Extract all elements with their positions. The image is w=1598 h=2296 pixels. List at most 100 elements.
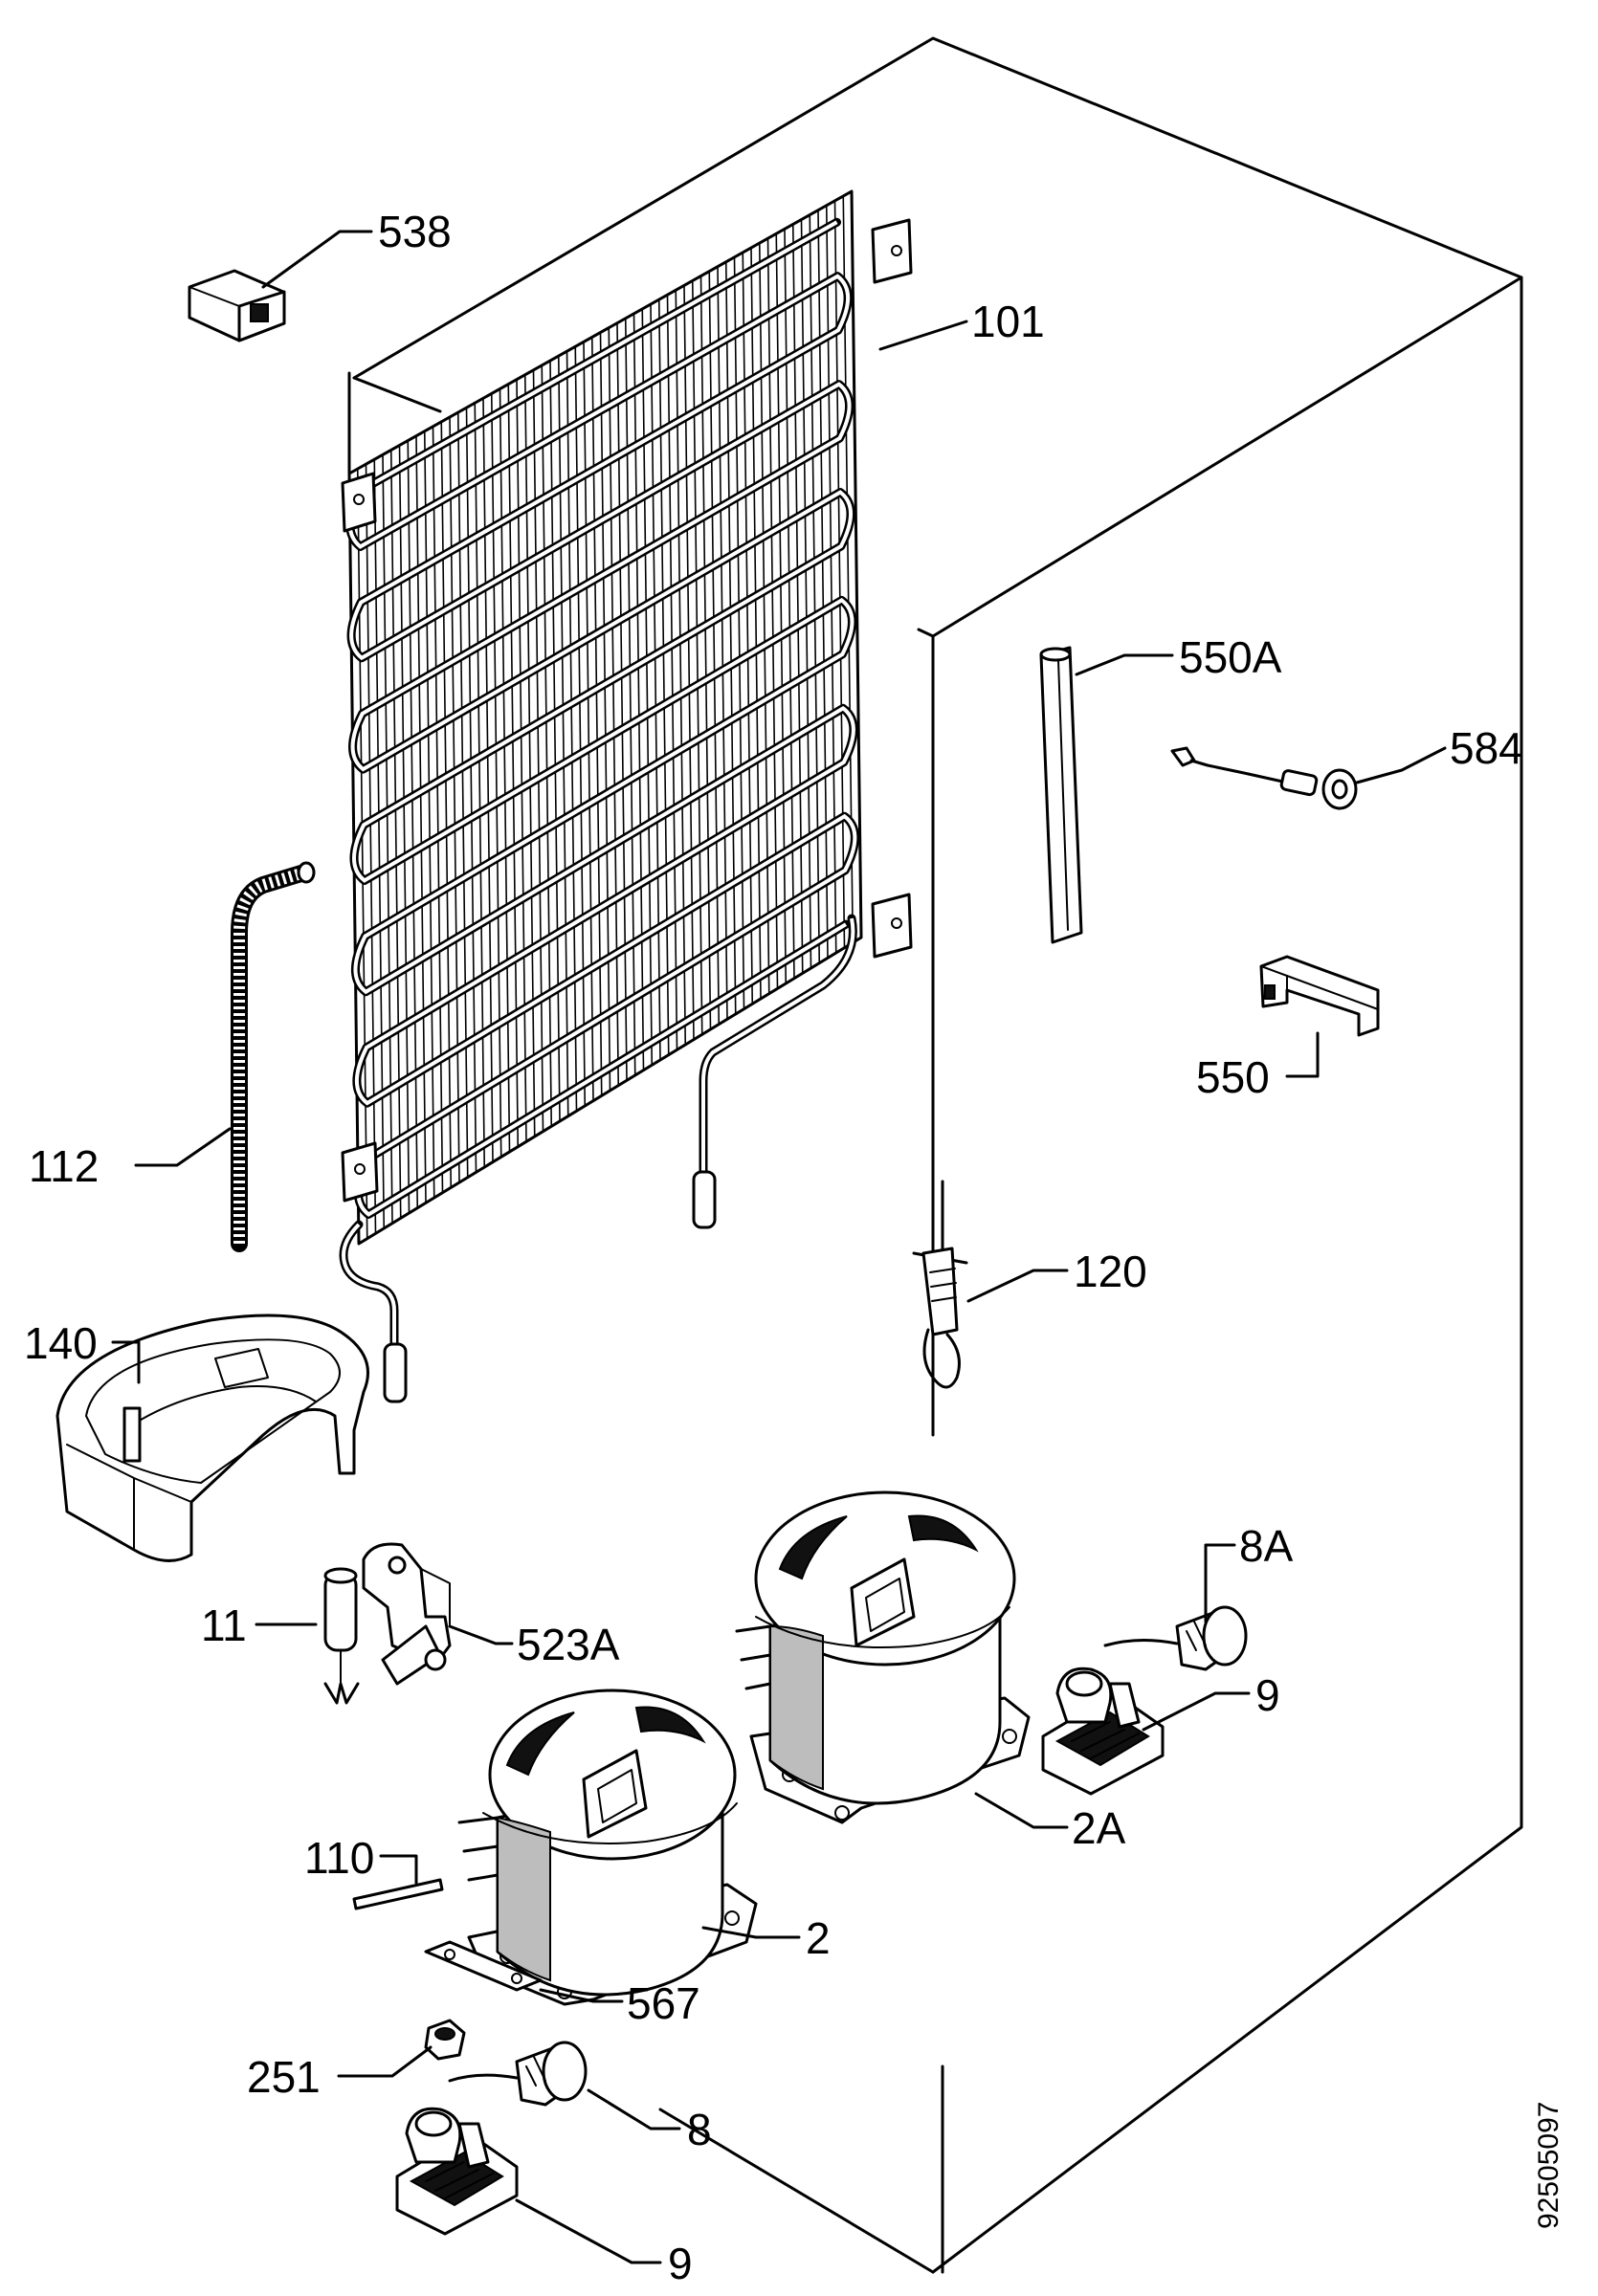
part-584-cable xyxy=(1170,746,1358,810)
condenser-wire xyxy=(389,450,402,1219)
condenser-wire xyxy=(382,454,393,1224)
label-120: 120 xyxy=(1074,1247,1147,1296)
label-9-upper: 9 xyxy=(1255,1670,1280,1720)
condenser-wire xyxy=(699,276,712,1030)
label-110: 110 xyxy=(304,1833,374,1883)
condenser-wire xyxy=(733,256,745,1009)
condenser-wire xyxy=(398,445,411,1214)
condenser-wire xyxy=(365,464,377,1234)
part-567-plate xyxy=(424,1940,543,1992)
condenser-wire xyxy=(691,280,703,1035)
label-538: 538 xyxy=(378,207,452,256)
label-2A: 2A xyxy=(1072,1803,1126,1853)
part-538-connector xyxy=(188,269,286,342)
condenser-wire xyxy=(541,364,553,1127)
condenser-wire xyxy=(641,308,654,1066)
condenser-wire xyxy=(516,379,527,1142)
condenser-wire xyxy=(574,346,587,1107)
condenser-wire xyxy=(432,426,444,1193)
part-9-clip-lower xyxy=(395,2107,519,2236)
part-523A-bracket xyxy=(362,1542,452,1686)
condenser-wire xyxy=(724,261,737,1015)
condenser-wire xyxy=(590,337,603,1096)
part-2-compressor xyxy=(457,1689,758,2006)
condenser-wire xyxy=(809,214,821,963)
condenser-wire xyxy=(415,435,427,1203)
condenser-wire xyxy=(675,290,687,1046)
condenser-wire xyxy=(507,384,520,1147)
condenser-wire xyxy=(825,205,837,954)
condenser-wire xyxy=(549,360,561,1122)
part-labels: 538 101 550A 584 550 112 120 140 8A 11 5… xyxy=(24,207,1565,2288)
condenser-wire xyxy=(490,393,502,1158)
label-140: 140 xyxy=(24,1318,98,1368)
condenser xyxy=(339,189,913,1403)
part-251-nut xyxy=(424,2019,466,2061)
label-11: 11 xyxy=(201,1601,247,1650)
label-567: 567 xyxy=(627,1978,700,2028)
part-110-pin xyxy=(352,1878,444,1910)
label-584: 584 xyxy=(1450,723,1523,773)
condenser-wire xyxy=(800,219,812,969)
label-9-lower: 9 xyxy=(668,2239,693,2288)
condenser-wire xyxy=(456,412,469,1178)
condenser-wire xyxy=(791,224,804,974)
condenser-wire xyxy=(784,229,795,979)
part-9-clip-upper xyxy=(1041,1667,1165,1796)
leader-lines xyxy=(111,230,1447,2264)
condenser-wire xyxy=(583,342,594,1101)
condenser-wire xyxy=(599,332,611,1092)
condenser-wire xyxy=(775,233,788,984)
condenser-wires xyxy=(356,195,854,1239)
condenser-wire xyxy=(717,266,728,1020)
condenser-wire xyxy=(499,388,511,1153)
label-251: 251 xyxy=(247,2052,321,2102)
condenser-wire xyxy=(633,313,645,1071)
cabinet-outline xyxy=(352,36,1523,2274)
condenser-wire xyxy=(407,440,419,1208)
condenser-wire xyxy=(373,459,386,1229)
condenser-wire xyxy=(657,299,670,1055)
condenser-wire xyxy=(449,416,460,1183)
part-120-sensor xyxy=(912,1180,968,1389)
condenser-wire xyxy=(624,318,636,1076)
label-101: 101 xyxy=(971,297,1045,346)
condenser-wire xyxy=(440,421,453,1188)
condenser-wire xyxy=(616,322,628,1081)
label-2: 2 xyxy=(806,1913,831,1963)
part-112-hose xyxy=(231,861,316,1252)
condenser-wire xyxy=(608,327,620,1086)
condenser-wire xyxy=(532,369,544,1132)
condenser-wire xyxy=(566,351,578,1112)
condenser-wire xyxy=(666,295,678,1050)
condenser-wire xyxy=(465,408,477,1173)
condenser-wire xyxy=(356,469,368,1239)
condenser-wire xyxy=(474,403,486,1168)
condenser-wire xyxy=(683,285,695,1040)
part-2A-compressor xyxy=(735,1490,1031,1824)
document-code: 92505097 xyxy=(1533,2102,1565,2229)
condenser-tube xyxy=(345,217,859,1219)
part-11-drier xyxy=(323,1567,360,1705)
part-550A-strip xyxy=(1039,646,1083,944)
condenser-wire xyxy=(482,398,494,1162)
label-550A: 550A xyxy=(1179,632,1282,682)
part-140-drip-tray xyxy=(55,1314,369,1562)
label-8: 8 xyxy=(687,2105,712,2154)
part-550-bracket xyxy=(1259,955,1380,1037)
condenser-tube-inner xyxy=(347,220,857,1217)
condenser-wire xyxy=(557,356,569,1116)
label-550: 550 xyxy=(1196,1052,1270,1102)
label-8A: 8A xyxy=(1239,1521,1294,1571)
condenser-wire xyxy=(708,271,721,1025)
condenser-wire xyxy=(423,430,435,1199)
condenser-wire xyxy=(817,210,829,959)
condenser-wire xyxy=(750,247,762,1000)
condenser-wire xyxy=(523,374,536,1137)
part-8-relay xyxy=(448,2041,588,2107)
condenser-wire xyxy=(758,243,770,994)
condenser-wire xyxy=(650,303,661,1061)
condenser-wire xyxy=(766,238,779,989)
